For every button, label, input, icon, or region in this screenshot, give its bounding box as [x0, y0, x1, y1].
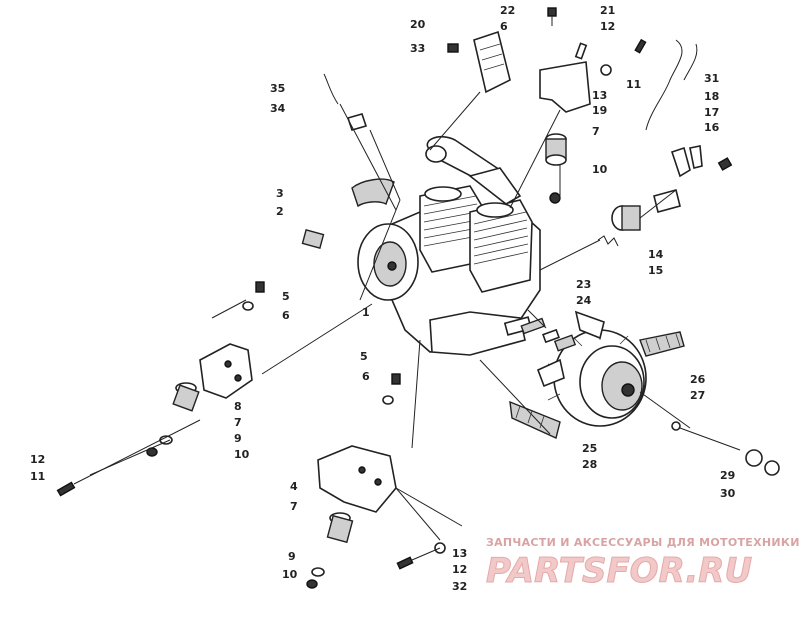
drive-clutch: [509, 310, 685, 439]
nut-10c: [306, 579, 318, 589]
rubber-mount-7a: [545, 133, 567, 166]
spacer-23: [542, 328, 560, 344]
watermark-logo: PARTSFOR.RU: [486, 551, 752, 591]
callout-21: 21: [600, 4, 615, 17]
callout-1: 1: [362, 306, 370, 319]
bolt-22: [547, 7, 557, 17]
callout-29: 29: [720, 469, 735, 482]
callout-labels: 1 2 3 4 5 5 6 6 6 7 7 7 8 9 9 10 10 10 1…: [30, 4, 736, 593]
engine-assembly: [357, 135, 546, 356]
callout-30: 30: [720, 487, 736, 500]
callout-16: 16: [704, 121, 720, 134]
filter-14: [611, 205, 641, 231]
callout-13b: 13: [452, 547, 467, 560]
callout-31: 31: [704, 72, 719, 85]
bolt-5a: [255, 281, 265, 293]
callout-24: 24: [576, 294, 592, 307]
callout-34: 34: [270, 102, 286, 115]
callout-10c: 10: [282, 568, 298, 581]
callout-7a: 7: [592, 125, 600, 138]
callout-9a: 9: [234, 432, 242, 445]
callout-10b: 10: [234, 448, 250, 461]
nut-10a: [549, 192, 561, 204]
tab-21: [574, 42, 588, 60]
callout-14: 14: [648, 248, 664, 261]
wire-35: [323, 73, 339, 105]
callout-32: 32: [452, 580, 467, 593]
callout-15: 15: [648, 264, 663, 277]
mount-bracket-4: [317, 445, 397, 513]
callout-7c: 7: [290, 500, 298, 513]
callout-2: 2: [276, 205, 284, 218]
bolt-16: [717, 157, 733, 171]
bolt-32: [396, 556, 414, 570]
callout-5b: 5: [360, 350, 368, 363]
callout-13a: 13: [592, 89, 607, 102]
callout-6a: 6: [500, 20, 508, 33]
callout-18: 18: [704, 90, 719, 103]
callout-12a: 12: [600, 20, 615, 33]
left-cylinder: [419, 185, 483, 273]
nut-33: [447, 43, 459, 53]
callout-17: 17: [704, 106, 719, 119]
decal-2: [301, 229, 325, 249]
callout-10a: 10: [592, 163, 608, 176]
washer-26: [671, 421, 681, 431]
right-cylinder: [469, 199, 533, 293]
callout-19: 19: [592, 104, 607, 117]
callout-35: 35: [270, 82, 285, 95]
bolt-27: [679, 427, 741, 451]
watermark-tagline: ЗАПЧАСТИ И АКСЕССУАРЫ ДЛЯ МОТОТЕХНИКИ: [486, 536, 800, 549]
callout-11a: 11: [626, 78, 641, 91]
washer-29: [745, 449, 763, 467]
fork-17: [689, 145, 703, 169]
callout-4: 4: [290, 480, 298, 493]
bolt-11b: [56, 481, 76, 497]
callout-27: 27: [690, 389, 705, 402]
callout-33: 33: [410, 42, 425, 55]
callout-9b: 9: [288, 550, 296, 563]
recoil-starter: [357, 223, 419, 301]
spring-15: [597, 235, 619, 247]
washer-30: [764, 460, 780, 476]
fork-18: [670, 146, 691, 178]
callout-22: 22: [500, 4, 515, 17]
watermark: ЗАПЧАСТИ И АКСЕССУАРЫ ДЛЯ МОТОТЕХНИКИ PA…: [486, 536, 800, 592]
callout-6c: 6: [362, 370, 370, 383]
callout-8: 8: [234, 400, 242, 413]
bracket-19: [539, 61, 591, 113]
mount-bracket-8: [199, 343, 253, 399]
callout-11b: 11: [30, 470, 45, 483]
rubber-mount-7c: [326, 512, 354, 544]
clip-34: [346, 113, 368, 131]
leader-lines: [73, 91, 691, 561]
washer-6b: [382, 395, 394, 405]
callout-25: 25: [582, 442, 597, 455]
bolt-5b: [391, 373, 401, 385]
washer-6a: [242, 301, 254, 311]
callout-28: 28: [582, 458, 597, 471]
callout-26: 26: [690, 373, 706, 386]
callout-7b: 7: [234, 416, 242, 429]
pad-3: [351, 178, 395, 208]
callout-5a: 5: [282, 290, 290, 303]
bracket-20: [473, 30, 511, 94]
rubber-mount-7b: [172, 382, 200, 412]
callout-3: 3: [276, 187, 284, 200]
callout-6b: 6: [282, 309, 290, 322]
screw-11a: [634, 38, 647, 54]
callout-20: 20: [410, 18, 426, 31]
wire-31: [645, 39, 683, 131]
washer-13a: [600, 64, 612, 76]
washer-9b: [311, 567, 325, 577]
callout-23: 23: [576, 278, 591, 291]
callout-12c: 12: [452, 563, 467, 576]
callout-12b: 12: [30, 453, 45, 466]
sleeve-24: [553, 334, 577, 352]
